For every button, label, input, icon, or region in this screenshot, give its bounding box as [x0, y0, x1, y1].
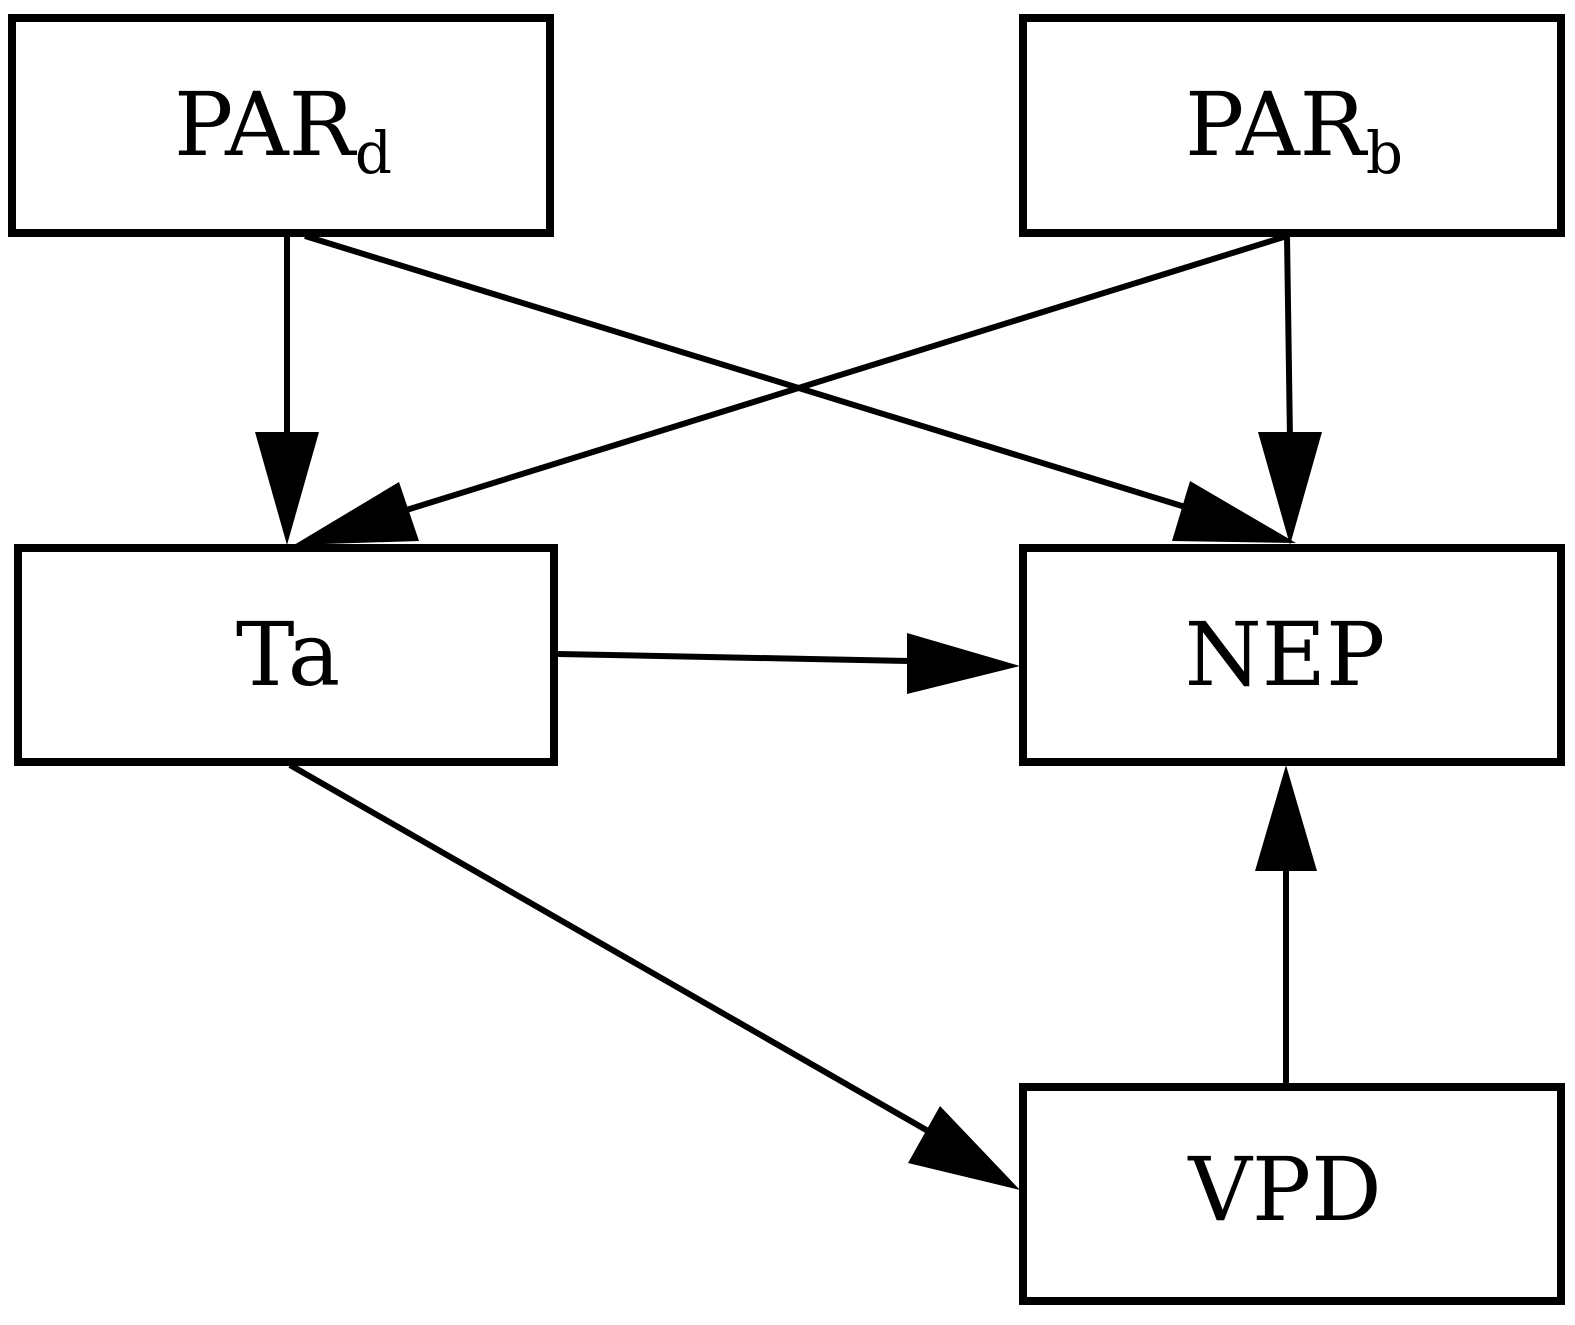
- edge-ta-to-vpd: [288, 762, 1020, 1190]
- edge-pard-to-ta: [255, 236, 319, 545]
- node-vpd: VPD: [1019, 1083, 1565, 1305]
- node-ta-label: Ta: [236, 603, 340, 706]
- edge-parb-to-ta: [294, 233, 1288, 545]
- node-parb: PARb: [1019, 14, 1565, 237]
- edge-pard-to-nep: [304, 233, 1296, 543]
- node-pard: PARd: [8, 14, 554, 237]
- node-nep-label: NEP: [1185, 603, 1385, 706]
- node-ta: Ta: [14, 544, 558, 766]
- node-vpd-label: VPD: [1187, 1138, 1381, 1241]
- node-parb-label: PARb: [1185, 73, 1403, 187]
- node-pard-label: PARd: [174, 73, 392, 187]
- edge-ta-to-nep: [557, 633, 1020, 694]
- edge-vpd-to-nep: [1255, 765, 1317, 1084]
- edge-parb-to-nep: [1258, 235, 1322, 545]
- node-nep: NEP: [1019, 544, 1565, 766]
